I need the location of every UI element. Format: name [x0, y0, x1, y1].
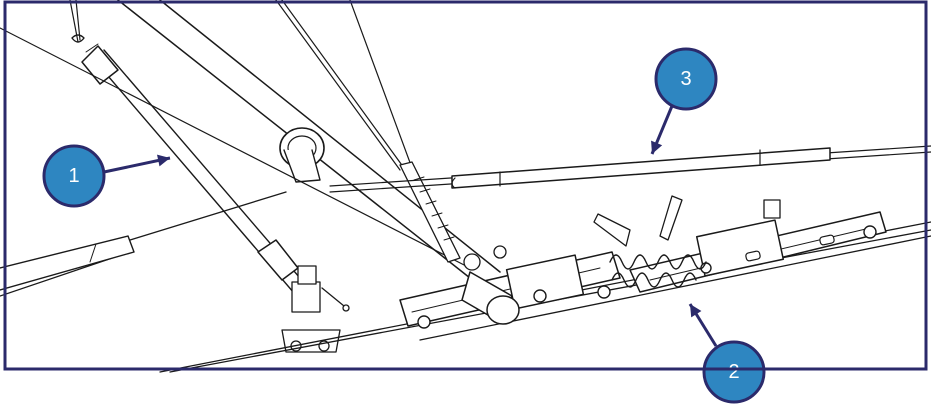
callout-1-badge	[42, 144, 106, 208]
callout-1-arrow-head	[157, 154, 170, 167]
callout-2: 2	[702, 340, 766, 404]
callout-3-arrow-head	[651, 140, 663, 154]
top-hanger-wires	[69, 0, 405, 171]
line-art	[0, 0, 931, 373]
catenary-wire-insulator	[329, 145, 931, 193]
callout-3-badge	[654, 47, 718, 111]
lower-left-wire	[0, 191, 287, 297]
callout-3-label: 3	[680, 68, 691, 90]
drawing-frame	[3, 0, 928, 371]
callout-2-arrow-head	[690, 304, 702, 318]
callout-2-label: 2	[728, 361, 739, 383]
brace-wire	[0, 0, 471, 269]
insulated-support-tube	[81, 43, 313, 301]
mounting-clamp	[281, 265, 350, 353]
callout-arrows	[103, 105, 718, 347]
callout-1: 1	[42, 144, 106, 208]
sectional-insulator-assembly	[399, 195, 887, 329]
callout-2-badge	[702, 340, 766, 404]
callout-1-label: 1	[68, 165, 79, 187]
callout-3: 3	[654, 47, 718, 111]
